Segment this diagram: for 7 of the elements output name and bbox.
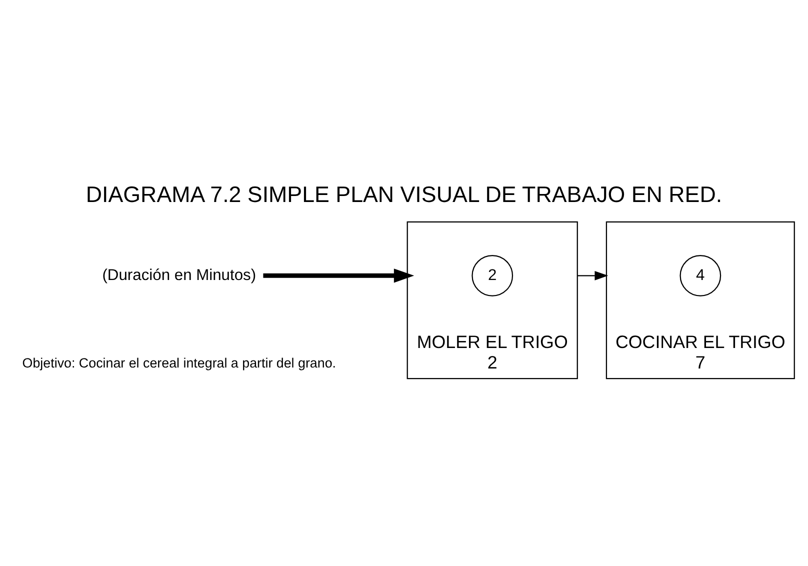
label: Objetivo: Cocinar el cereal integral a partir del grano. — [22, 355, 336, 370]
diagram-title: DIAGRAMA 7.2 SIMPLE PLAN VISUAL DE TRABAJO EN RED. — [86, 181, 722, 206]
node-circle: 4 — [680, 254, 722, 296]
node-circle: 2 — [472, 254, 514, 296]
node-text: (Duración en Minutos) — [102, 266, 256, 284]
arrow — [263, 268, 414, 282]
arrow — [577, 270, 608, 280]
